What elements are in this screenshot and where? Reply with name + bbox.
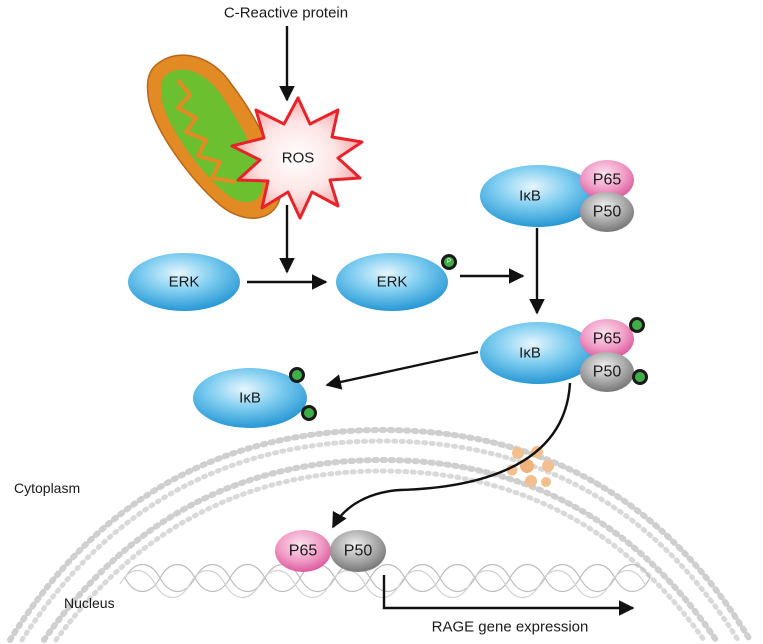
p50-subunit: [330, 530, 386, 572]
phosphate-badge: [289, 367, 305, 383]
phosphate-badge: P: [441, 254, 457, 270]
p50-subunit: [580, 352, 634, 392]
ikb-label: IκB: [519, 345, 541, 362]
phosphate-badge: [629, 317, 645, 333]
ros-label: ROS: [282, 150, 315, 167]
dna-helix: [119, 563, 651, 599]
nuclear-membrane: [7, 426, 753, 643]
phosphate-badge: [301, 405, 317, 421]
nuclear-pore: [506, 446, 554, 487]
nucleus-label: Nucleus: [64, 595, 115, 611]
p50-label: P50: [344, 543, 373, 560]
p65-label: P65: [289, 543, 318, 560]
phospho-ikb-node: IκB: [193, 367, 317, 428]
cytoplasm-label: Cytoplasm: [14, 480, 80, 496]
arrow-release-ikb: [325, 350, 479, 390]
pathway-arrows: [247, 26, 635, 616]
phospho-ikb-nfkb-complex: IκB P65 P50: [480, 317, 648, 392]
phosphate-label: P: [447, 259, 451, 265]
arrow-rage-expression: [382, 575, 635, 616]
erk-label: ERK: [169, 274, 200, 291]
mitochondrion: [146, 54, 282, 219]
p65-label: P65: [593, 331, 622, 348]
p65-subunit: [580, 319, 634, 359]
ikb-nfkb-complex: IκB P65 P50: [480, 160, 634, 232]
ros-burst: ROS: [230, 96, 364, 220]
erk-label: ERK: [377, 274, 408, 291]
crp-label: C-Reactive protein: [224, 5, 348, 22]
phospho-erk-node: ERK P: [336, 253, 457, 311]
p65-subunit: [580, 160, 634, 200]
p50-label: P50: [593, 204, 622, 221]
arrow-nuclear-translocation: [331, 382, 572, 529]
erk-node: ERK: [128, 253, 240, 311]
nuclear-nfkb-dimer: P65 P50: [275, 530, 386, 572]
p65-subunit: [275, 530, 331, 572]
phosphate-badge: [632, 369, 648, 385]
p50-label: P50: [593, 364, 622, 381]
rage-expression-label: RAGE gene expression: [432, 619, 589, 636]
ikb-label: IκB: [519, 188, 541, 205]
p65-label: P65: [593, 172, 622, 189]
p50-subunit: [580, 192, 634, 232]
ikb-label: IκB: [239, 390, 261, 407]
